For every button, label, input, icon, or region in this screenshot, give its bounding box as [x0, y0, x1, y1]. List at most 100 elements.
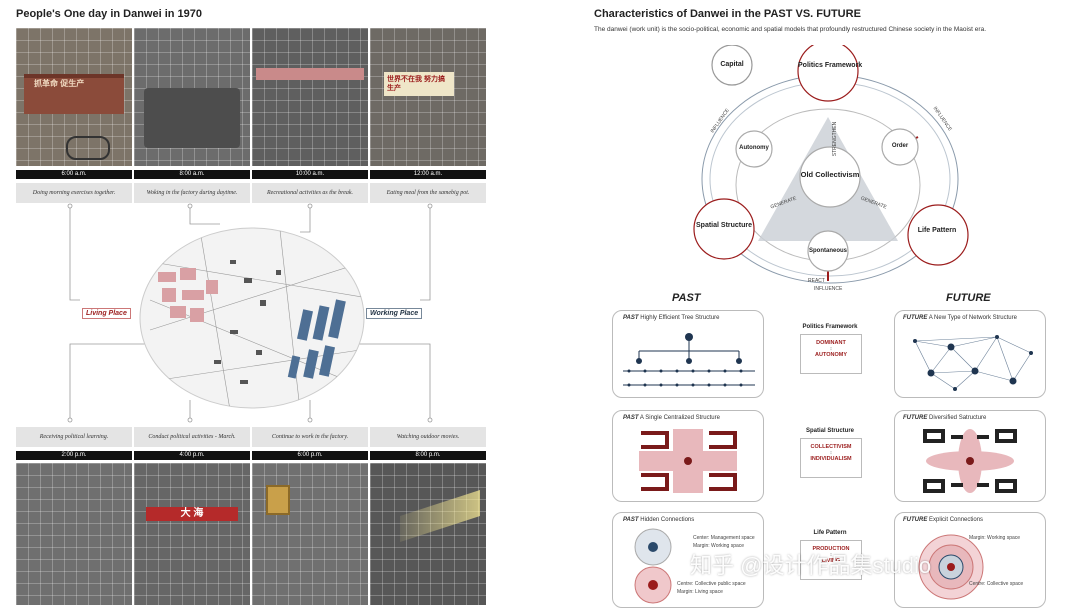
factory-gate [24, 74, 124, 114]
past-center-bottom-label: Centre: Collective public space [677, 581, 746, 587]
recreation-banner [256, 68, 364, 80]
caption-outdoor-movies: Watching outdoor movies. [370, 427, 486, 447]
row1-mid-title: Politics Framework [802, 324, 858, 330]
future-card-explicit-label: FUTURE Explicit Connections [903, 517, 984, 523]
map-texture [140, 229, 364, 408]
row2-mid-box: COLLECTIVISM ↕ INDIVIDUALISM [800, 438, 862, 478]
past-card-tree-label: PAST Highly Efficient Tree Structure [623, 315, 720, 321]
tree-structure-diagram [623, 333, 755, 387]
cycle-order: Order [891, 143, 909, 149]
time-6am: 6:00 a.m. [16, 170, 132, 179]
connector-dot-3 [307, 203, 313, 209]
connector-line-3 [300, 206, 311, 233]
photo-factory-work [134, 28, 250, 166]
photo-eating-meal: 世界不在我 努力搞生产 [370, 28, 486, 166]
past-card-hidden-label: PAST Hidden Connections [623, 517, 695, 523]
network-structure-diagram [913, 335, 1033, 391]
node-center [799, 146, 861, 208]
cycle-influence-bottom: INFLUENCE [814, 286, 843, 292]
node-spatial [693, 198, 755, 260]
row2-mid-arrow: ↕ [829, 450, 833, 456]
row1-mid-box: DOMINANT ↕ AUTONOMY [800, 334, 862, 374]
node-politics [797, 45, 859, 102]
working-place-blocks [287, 299, 346, 379]
connector-line-8 [350, 343, 431, 420]
time-12am: 12:00 a.m. [370, 170, 486, 179]
row3-mid-title: Life Pattern [813, 530, 847, 536]
past-margin-top-label: Margin: Working space [693, 543, 745, 549]
row3-mid-box: PRODUCTION ↕ LIVING [800, 540, 862, 580]
past-header: PAST [672, 292, 701, 304]
connector-line-4 [420, 206, 431, 301]
projector-beam [400, 490, 480, 542]
caption-eating-meal: Eating meal from the samebig pot. [370, 183, 486, 203]
cycle-spontaneous: Spontaneous [808, 248, 847, 254]
row2-mid-bottom: INDIVIDUALISM [810, 456, 852, 462]
bicycle-figure [66, 136, 110, 160]
connector-dot-5 [67, 417, 73, 423]
time-4pm: 4:00 p.m. [134, 451, 250, 460]
right-panel-title: Characteristics of Danwei in the PAST VS… [594, 8, 861, 20]
caption-recreation: Recreational activities as the break. [252, 183, 368, 203]
connector-dot-4 [427, 203, 433, 209]
caption-political-march: Conduct political activities - March. [134, 427, 250, 447]
future-card-diversified: FUTURE Diversified Satructure [894, 410, 1046, 502]
right-panel-subtitle: The danwei (work unit) is the socio-poli… [594, 26, 986, 33]
row3-mid-bottom: LIVING [821, 558, 841, 564]
cycle-politics: Politics Framework [798, 62, 863, 69]
working-place-label: Working Place [366, 308, 423, 319]
row1-mid-arrow: ↕ [829, 346, 833, 352]
future-card-diversified-label: FUTURE Diversified Satructure [903, 415, 987, 421]
connector-line-2 [189, 206, 220, 225]
meal-sign: 世界不在我 努力搞生产 [384, 72, 454, 96]
cycle-spatial: Spatial Structure [696, 222, 753, 229]
connector-dot-7 [307, 417, 313, 423]
past-center-top-label: Center: Management space [693, 535, 755, 541]
caption-political-learning: Receiving political learning. [16, 427, 132, 447]
living-place-label: Living Place [82, 308, 131, 319]
node-order [881, 128, 919, 166]
row3-mid-arrow: ↕ [829, 552, 833, 558]
time-6pm: 6:00 p.m. [252, 451, 368, 460]
portrait-frame [266, 485, 290, 515]
caption-factory-evening: Continue to work in the factory. [252, 427, 368, 447]
photo-political-march: 大 海 [134, 463, 250, 605]
past-card-centralized-label: PAST A Single Centralized Structure [623, 415, 720, 421]
living-place-blocks [158, 268, 218, 322]
future-header: FUTURE [946, 292, 991, 304]
connector-line-5 [69, 343, 150, 420]
cycle-center: Old Collectivism [800, 170, 860, 179]
row1-mid-top: DOMINANT [816, 340, 846, 346]
connector-dot-6 [187, 417, 193, 423]
photo-factory-evening [252, 463, 368, 605]
photo-recreation [252, 28, 368, 166]
future-card-network: FUTURE A New Type of Network Structure [894, 310, 1046, 398]
node-capital [711, 45, 753, 86]
cycle-strengthen: STRENGTHEN [832, 121, 839, 157]
left-panel-title: People's One day in Danwei in 1970 [16, 8, 203, 20]
cycle-diagram [693, 45, 969, 284]
caption-morning-exercise: Doing morning exercises together. [16, 183, 132, 203]
row3-mid-top: PRODUCTION [812, 546, 850, 552]
future-centre-label: Centre: Collective space [969, 581, 1024, 587]
cycle-react: REACT [808, 278, 825, 284]
hidden-connections-diagram [634, 528, 672, 604]
time-8pm: 8:00 p.m. [370, 451, 486, 460]
node-life [907, 204, 969, 266]
future-card-network-label: FUTURE A New Type of Network Structure [903, 315, 1017, 321]
past-card-tree: PAST Highly Efficient Tree Structure [612, 310, 764, 398]
past-card-centralized: PAST A Single Centralized Structure [612, 410, 764, 502]
cycle-capital: Capital [720, 61, 744, 68]
watermark-text: 知乎 @设计作品集studio [690, 553, 932, 578]
photo-morning-exercise: 抓革命 促生产 [16, 28, 132, 166]
photo-outdoor-movies [370, 463, 486, 605]
connector-dot-8 [427, 417, 433, 423]
centralized-structure-diagram [639, 429, 737, 493]
photo-political-learning [16, 463, 132, 605]
cycle-autonomy: Autonomy [739, 145, 769, 151]
time-2pm: 2:00 p.m. [16, 451, 132, 460]
diversified-structure-diagram [923, 429, 1017, 493]
past-margin-bottom-label: Margin: Living space [677, 589, 723, 595]
row1-mid-bottom: AUTONOMY [815, 352, 847, 358]
node-spontaneous [807, 230, 849, 272]
